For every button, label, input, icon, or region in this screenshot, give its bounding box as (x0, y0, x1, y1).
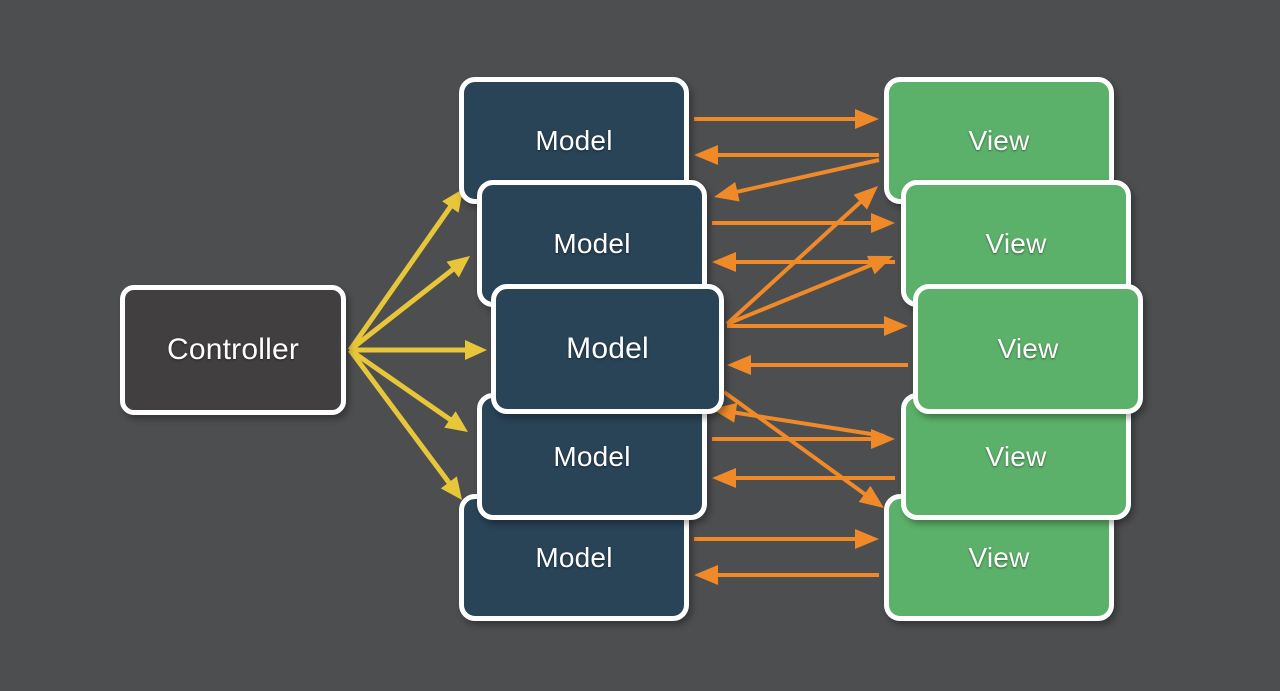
model-view-arrow-2 (694, 145, 879, 165)
node-view-3[interactable]: View (913, 284, 1143, 414)
model-view-diagonal-arrow-5 (712, 402, 885, 438)
model-view-diagonal-arrow-2 (725, 186, 878, 326)
controller-to-model-arrow-4 (348, 347, 468, 432)
model-view-diagonal-arrow-4 (722, 390, 884, 508)
controller-to-model-arrow-1 (347, 189, 463, 352)
node-model-4[interactable]: Model (477, 393, 707, 520)
controller-to-model-arrow-3 (350, 340, 487, 360)
node-model-label: Model (535, 124, 613, 156)
model-view-arrow-1 (694, 109, 879, 129)
node-view-label: View (985, 227, 1047, 259)
node-controller[interactable]: Controller (120, 285, 346, 415)
node-model-label: Model (535, 541, 613, 573)
node-view-label: View (968, 124, 1030, 156)
model-view-arrow-3 (712, 213, 895, 233)
controller-to-model-arrow-5 (347, 348, 462, 500)
node-model-3[interactable]: Model (491, 284, 724, 414)
node-model-label: Model (553, 440, 631, 472)
model-view-diagonal-arrow-3 (726, 255, 893, 326)
node-view-label: View (997, 333, 1059, 364)
model-view-arrow-9 (694, 529, 879, 549)
node-model-label: Model (553, 227, 631, 259)
model-view-arrow-6 (727, 355, 908, 375)
model-view-arrow-4 (712, 252, 895, 272)
controller-to-model-arrow-2 (348, 256, 470, 352)
node-model-label: Model (566, 332, 649, 365)
model-view-arrow-5 (727, 316, 908, 336)
node-view-label: View (968, 541, 1030, 573)
model-view-diagonal-arrow-1 (714, 158, 880, 202)
model-view-arrow-10 (694, 565, 879, 585)
model-view-arrow-8 (712, 468, 895, 488)
node-controller-label: Controller (166, 333, 300, 366)
node-view-4[interactable]: View (901, 393, 1131, 520)
node-view-label: View (985, 440, 1047, 472)
